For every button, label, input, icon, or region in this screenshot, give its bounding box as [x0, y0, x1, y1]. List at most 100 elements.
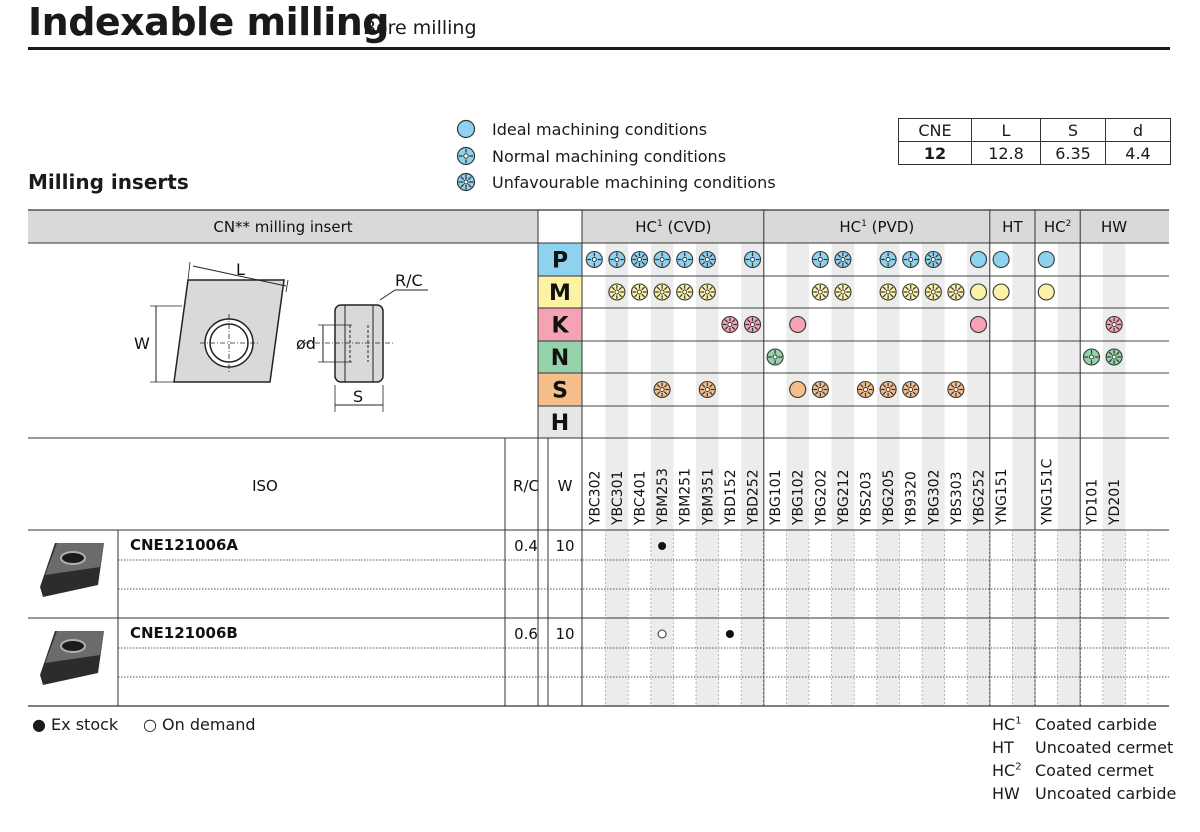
- icon-ray: [950, 293, 954, 298]
- icon-hub: [908, 289, 914, 295]
- icon-ray: [1116, 358, 1120, 363]
- icon-ray: [747, 319, 751, 323]
- icon-hub: [817, 387, 823, 392]
- icon-ray: [641, 261, 645, 265]
- grade-column-stripe: [696, 243, 719, 706]
- icon-ray: [822, 286, 826, 291]
- icon-ray: [905, 391, 909, 395]
- group-header: HC1 (PVD): [839, 218, 914, 236]
- material-letter: K: [551, 314, 569, 339]
- icon-ray: [747, 326, 751, 330]
- icon-hub: [727, 322, 733, 327]
- icon-hub: [704, 257, 710, 262]
- icon-ray: [867, 384, 871, 388]
- group-header-bg: [582, 210, 1169, 243]
- page-title: Indexable milling: [28, 0, 390, 44]
- grade-label: YBG302: [926, 470, 942, 526]
- drawing-label-l: L: [236, 260, 245, 279]
- ideal-condition-icon: [456, 119, 476, 139]
- icon-ray: [814, 384, 819, 388]
- icon-ray: [950, 286, 954, 291]
- icon-ray: [731, 326, 736, 330]
- material-letter: S: [552, 379, 568, 404]
- icon-ray: [844, 293, 849, 298]
- rc-value: 0.4: [514, 537, 538, 555]
- icon-ray: [822, 384, 826, 388]
- icon-ray: [1116, 326, 1120, 330]
- icon-ray: [634, 254, 638, 258]
- icon-ray: [679, 293, 683, 298]
- icon-ray: [641, 254, 645, 258]
- icon-hub: [953, 387, 959, 392]
- icon-ray: [634, 293, 638, 298]
- material-letter: M: [549, 281, 571, 306]
- ideal-condition-icon: [969, 250, 988, 269]
- grade-column-stripe: [650, 243, 674, 706]
- icon-hub: [1111, 322, 1117, 327]
- icon-ray: [664, 384, 668, 388]
- icon-ray: [679, 286, 683, 291]
- page-subtitle: Bore milling: [363, 17, 477, 39]
- icon-ray: [724, 319, 728, 323]
- grade-column-stripe: [605, 243, 629, 706]
- icon-ray: [709, 293, 713, 298]
- icon-ray: [844, 261, 849, 265]
- group-header: HW: [1101, 218, 1127, 236]
- icon-hub: [682, 257, 688, 262]
- iso-column-header: ISO: [252, 477, 278, 495]
- material-cell-s: [537, 372, 583, 407]
- grade-label: YD201: [1107, 479, 1123, 526]
- grade-label: YBG101: [768, 470, 784, 526]
- insert-header: CN** milling insert: [213, 218, 352, 236]
- icon-ray: [664, 391, 668, 395]
- icon-ray: [950, 384, 954, 388]
- icon-ray: [844, 286, 849, 291]
- icon-ray: [814, 293, 819, 298]
- extension-line: [187, 261, 191, 281]
- drawing-label-w: W: [134, 334, 150, 353]
- normal-condition-icon: [456, 146, 476, 166]
- grade-label: YBG205: [881, 470, 897, 526]
- icon-ray: [656, 286, 661, 291]
- icon-ray: [618, 293, 623, 298]
- ideal-condition-icon: [992, 250, 1010, 269]
- dimensions-table: CNE L S d 12 12.8 6.35 4.4: [898, 118, 1171, 165]
- icon-hub: [772, 354, 778, 360]
- grade-label: YBG202: [813, 470, 829, 526]
- icon-ray: [927, 293, 932, 298]
- rc-value: 0.6: [514, 625, 538, 643]
- icon-ray: [701, 391, 706, 395]
- icon-hub: [704, 289, 710, 295]
- grade-column-stripe: [967, 243, 990, 706]
- icon-hub: [885, 387, 891, 392]
- legend-item-ideal: Ideal machining conditions: [456, 117, 707, 141]
- grade-label: YBD252: [746, 469, 762, 526]
- icon-ray: [701, 293, 706, 298]
- icon-hub: [659, 387, 665, 392]
- insert-photo-hole: [60, 639, 86, 653]
- grade-column-stripe: [1102, 243, 1126, 706]
- icon-ray: [1108, 358, 1113, 363]
- icon-ray: [837, 293, 841, 298]
- insert-photo-hole: [60, 551, 86, 565]
- icon-ray: [1108, 351, 1113, 356]
- icon-ray: [912, 391, 917, 395]
- grade-label: YBG212: [836, 470, 852, 526]
- icon-ray: [882, 384, 887, 388]
- icon-ray: [912, 293, 917, 298]
- dim-value: 12: [898, 141, 972, 165]
- icon-ray: [701, 286, 706, 291]
- icon-ray: [634, 286, 638, 291]
- icon-ray: [860, 391, 864, 395]
- icon-hub: [908, 257, 914, 262]
- material-letter: H: [551, 411, 569, 436]
- icon-ray: [611, 293, 615, 298]
- icon-ray: [1116, 319, 1120, 323]
- dim-header: S: [1040, 118, 1106, 142]
- dimension-line-l: [192, 265, 287, 287]
- group-header: HT: [1002, 218, 1023, 236]
- grade-label: YBM351: [700, 468, 716, 526]
